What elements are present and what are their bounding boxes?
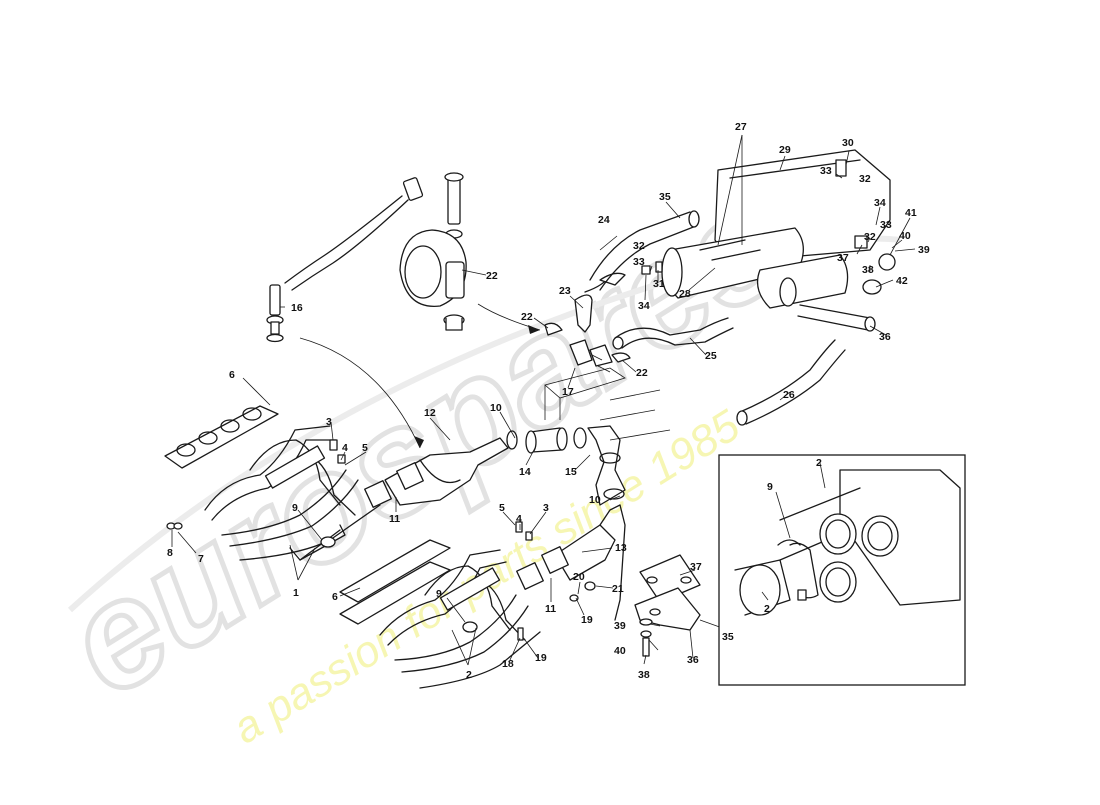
connecting-pipe-14 [525,427,587,454]
part-labels: 1 2 2 2 3 3 4 4 5 5 6 6 7 8 9 9 9 10 10 … [167,121,930,681]
label-7: 7 [198,553,204,565]
intermediate-pipe-24 [589,210,700,291]
y-pipe-15 [587,425,626,621]
label-21: 21 [612,583,624,595]
label-4: 4 [516,513,522,525]
label-30: 30 [842,137,854,149]
label-8: 8 [167,547,173,559]
mounting-bracket-37 [634,554,701,631]
hardware-right [641,159,896,295]
label-35: 35 [659,191,671,203]
label-14: 14 [519,466,531,478]
label-19: 19 [581,614,593,626]
label-39: 39 [918,244,930,256]
label-18: 18 [502,658,514,670]
label-3: 3 [543,502,549,514]
hanger-23 [544,272,631,367]
label-33: 33 [820,165,832,177]
label-38: 38 [862,264,874,276]
label-6: 6 [332,591,338,603]
label-22: 22 [636,367,648,379]
label-28: 28 [679,288,691,300]
label-11: 11 [389,513,400,525]
label-6: 6 [229,369,235,381]
label-17: 17 [562,386,574,398]
label-13: 13 [615,542,627,554]
label-5: 5 [362,442,368,454]
oxygen-sensor-16 [266,177,424,343]
tail-pipe-36 [797,304,876,332]
label-5: 5 [499,502,505,514]
arrowhead-16 [414,436,424,448]
label-33: 33 [633,256,645,268]
catalytic-converter-upper [364,430,518,508]
label-24: 24 [598,214,610,226]
label-32: 32 [864,231,876,243]
label-1: 1 [293,587,299,599]
label-40: 40 [614,645,626,657]
label-41: 41 [905,207,917,219]
label-20: 20 [573,571,585,583]
label-9: 9 [767,481,773,493]
label-2: 2 [816,457,822,469]
label-26: 26 [783,389,795,401]
label-29: 29 [779,144,791,156]
label-2: 2 [764,603,770,615]
label-33: 33 [880,219,892,231]
exhaust-clamp-22 [399,172,467,331]
label-10: 10 [490,402,502,414]
label-39: 39 [614,620,626,632]
arrowhead-22 [528,325,540,334]
label-36: 36 [687,654,699,666]
label-15: 15 [565,466,577,478]
leader-lines [171,134,916,666]
label-19: 19 [535,652,547,664]
leader-arrow-16 [299,337,421,449]
label-10: 10 [589,494,601,506]
label-37: 37 [837,252,849,264]
inset-detail [718,454,966,686]
label-32: 32 [859,173,871,185]
catalytic-converter-lower [516,504,621,590]
exhaust-manifold-lower [379,549,541,689]
label-31: 31 [653,278,665,290]
fasteners-left [166,439,596,641]
label-36: 36 [879,331,891,343]
label-34: 34 [874,197,886,209]
bolt-38 [639,618,653,657]
label-34: 34 [638,300,650,312]
label-22: 22 [486,270,498,282]
label-23: 23 [559,285,571,297]
label-2: 2 [466,669,472,681]
label-32: 32 [633,240,645,252]
tail-pipe-25 [612,317,734,350]
label-11: 11 [545,603,556,615]
manifold-gasket-upper [164,405,279,469]
label-22: 22 [521,311,533,323]
label-9: 9 [436,588,442,600]
bracket-17 [544,367,671,441]
tail-pipe-26 [736,339,846,426]
label-3: 3 [326,416,332,428]
label-12: 12 [424,407,436,419]
label-35: 35 [722,631,734,643]
label-25: 25 [705,350,717,362]
label-4: 4 [342,442,348,454]
label-9: 9 [292,502,298,514]
label-16: 16 [291,302,303,314]
label-27: 27 [735,121,747,133]
label-38: 38 [638,669,650,681]
label-37: 37 [690,561,702,573]
label-42: 42 [896,275,908,287]
label-40: 40 [899,230,911,242]
